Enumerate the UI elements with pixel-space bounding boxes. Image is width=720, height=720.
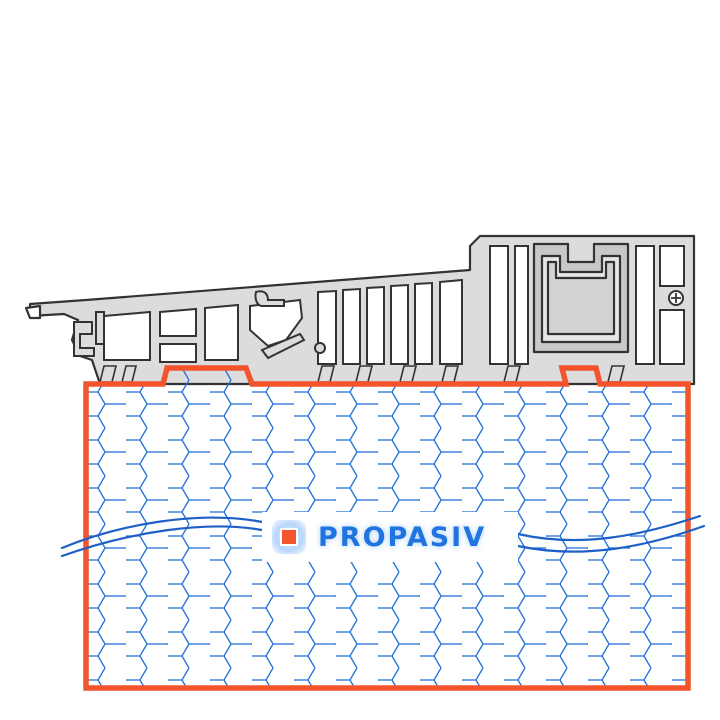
chamber-9 <box>414 281 433 365</box>
propasiv-logo: PROPASIV <box>262 512 518 562</box>
wave-line-3 <box>516 514 702 542</box>
sill-nose <box>24 304 42 320</box>
chamber-7 <box>366 285 385 365</box>
wave-line-2 <box>60 525 264 558</box>
chamber-4 <box>159 343 197 363</box>
wave-line-4 <box>516 524 706 553</box>
chamber-12 <box>514 245 529 365</box>
chamber-2 <box>159 307 197 337</box>
chamber-6 <box>342 287 361 365</box>
logo-square <box>280 528 298 546</box>
screw-icon <box>314 342 326 354</box>
clip-small <box>95 311 105 345</box>
profile-details <box>73 290 684 360</box>
gasket-channel <box>532 242 630 354</box>
chamber-14 <box>659 245 685 287</box>
chamber-15 <box>659 309 685 365</box>
chamber-3 <box>204 303 239 361</box>
wave-lines <box>60 514 706 558</box>
profile-chambers <box>103 245 685 365</box>
chamber-11 <box>489 245 509 365</box>
clip-arm <box>260 332 306 360</box>
insulation-outline <box>83 365 691 691</box>
chamber-8 <box>390 283 409 365</box>
brand-name: PROPASIV <box>318 521 487 553</box>
chamber-10 <box>439 278 463 365</box>
clip-left <box>73 321 95 357</box>
propasiv-logo-icon <box>272 520 306 554</box>
clip-hook <box>254 290 285 307</box>
chamber-13 <box>635 245 655 365</box>
chamber-1 <box>103 310 151 361</box>
wave-line-1 <box>60 516 264 550</box>
